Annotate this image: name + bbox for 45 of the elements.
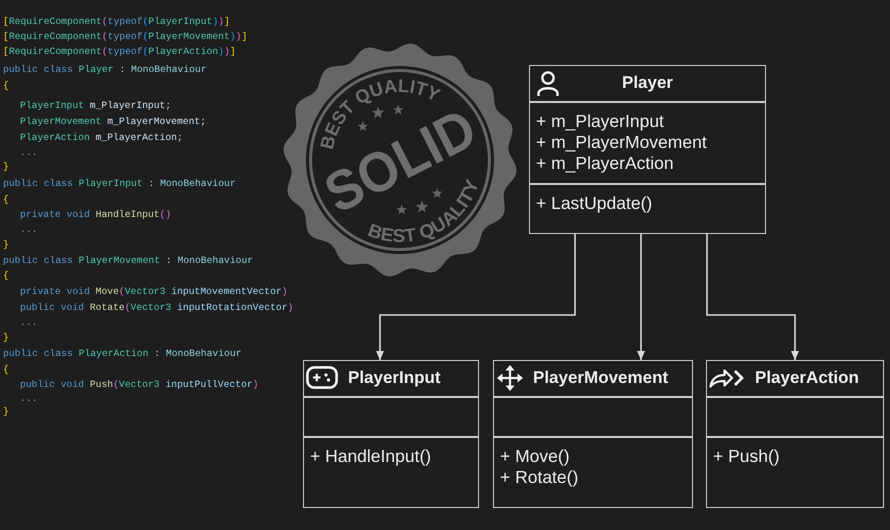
code-line: PlayerAction m_PlayerAction; xyxy=(20,131,183,144)
code-line: { xyxy=(3,363,9,376)
method-text: + Move() xyxy=(500,446,570,467)
code-line: ... xyxy=(20,146,38,159)
method-text: + LastUpdate() xyxy=(536,193,652,214)
code-line: public class PlayerMovement : MonoBehaviour xyxy=(3,254,254,267)
method-text: + Push() xyxy=(713,446,780,467)
code-line: { xyxy=(3,269,9,282)
class-name: PlayerInput xyxy=(348,367,441,388)
code-line: { xyxy=(3,193,9,206)
code-line: } xyxy=(3,331,9,344)
code-line: [RequireComponent(typeof(PlayerInput))] xyxy=(3,15,230,28)
code-line: { xyxy=(3,79,9,92)
class-name: Player xyxy=(622,72,674,93)
code-line: private void HandleInput() xyxy=(20,208,172,221)
code-line: ... xyxy=(20,223,38,236)
class-box xyxy=(706,360,884,508)
code-line: } xyxy=(3,160,9,173)
attribute-text: + m_PlayerAction xyxy=(536,153,674,174)
code-line: PlayerMovement m_PlayerMovement; xyxy=(20,115,206,128)
class-name: PlayerMovement xyxy=(533,367,668,388)
method-text: + Rotate() xyxy=(500,467,578,488)
code-line: public void Push(Vector3 inputPullVector) xyxy=(20,378,258,391)
class-name: PlayerAction xyxy=(755,367,859,388)
code-line: public class PlayerAction : MonoBehaviour xyxy=(3,347,242,360)
method-text: + HandleInput() xyxy=(310,446,432,467)
class-box xyxy=(529,65,766,234)
code-line: [RequireComponent(typeof(PlayerAction))] xyxy=(3,45,236,58)
attribute-text: + m_PlayerMovement xyxy=(536,132,707,153)
code-line: ... xyxy=(20,316,38,329)
code-line: } xyxy=(3,405,9,418)
code-line: public class PlayerInput : MonoBehaviour xyxy=(3,177,236,190)
code-line: public void Rotate(Vector3 inputRotationVector) xyxy=(20,301,294,314)
code-line: ... xyxy=(20,392,38,405)
code-line: public class Player : MonoBehaviour xyxy=(3,63,207,76)
code-line: [RequireComponent(typeof(PlayerMovement))] xyxy=(3,30,248,43)
arrow xyxy=(637,234,645,360)
code-line: } xyxy=(3,238,9,251)
arrow xyxy=(706,234,799,360)
class-box xyxy=(303,360,479,508)
class-box xyxy=(493,360,693,508)
code-line: PlayerInput m_PlayerInput; xyxy=(20,99,172,112)
code-line: private void Move(Vector3 inputMovementVector) xyxy=(20,285,288,298)
arrow xyxy=(376,234,576,360)
attribute-text: + m_PlayerInput xyxy=(536,111,664,132)
